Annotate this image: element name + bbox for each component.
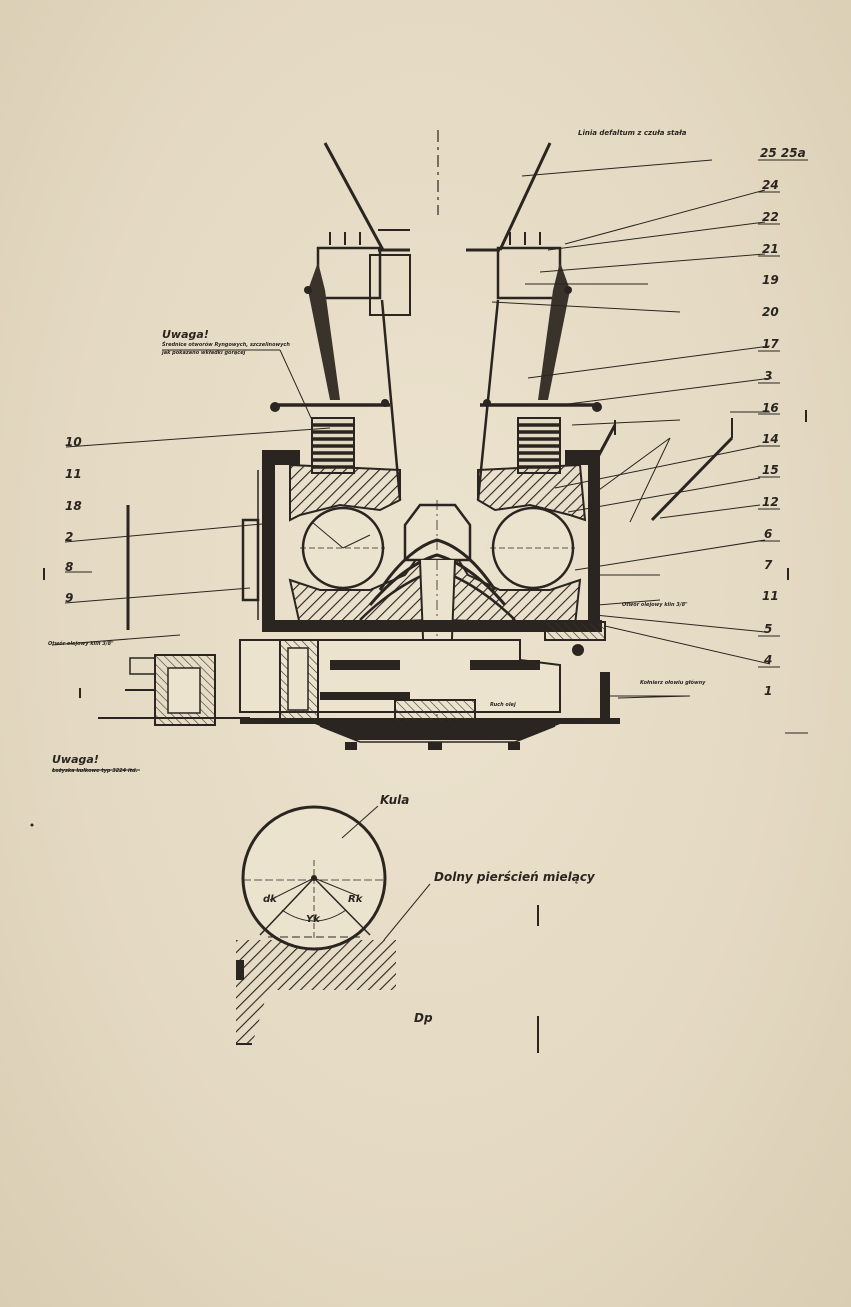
label-11-left: 11 xyxy=(65,467,82,481)
label-20: 20 xyxy=(762,305,779,319)
label-7: 7 xyxy=(764,558,773,572)
note-uwaga-bottom-text: Łożyska kulkowe typ 3224 itd. xyxy=(51,768,138,774)
label-14: 14 xyxy=(762,432,779,446)
speck xyxy=(30,823,34,827)
leader-lines-left xyxy=(51,349,331,771)
label-5: 5 xyxy=(764,622,772,636)
label-21: 21 xyxy=(762,242,779,256)
label-4: 4 xyxy=(763,653,772,667)
detail-ball-label: Kula xyxy=(380,793,409,807)
feed-chute xyxy=(323,142,552,252)
note-right-oil: Otwór olejowy klin 3/8" xyxy=(622,601,688,608)
note-right-flange: Kołnierz ołowiu główny xyxy=(640,679,706,686)
spring-right xyxy=(517,417,561,474)
label-18: 18 xyxy=(65,499,82,513)
part-numbers-right: 25 25a 24 22 21 19 20 17 3 16 14 15 12 6… xyxy=(760,146,806,698)
detail-dim-right: Rk xyxy=(348,894,364,905)
label-2: 2 xyxy=(65,530,73,544)
note-center: Ruch olej xyxy=(490,702,516,708)
side-rods xyxy=(43,410,807,698)
part-numbers-left: 10 11 18 2 8 9 xyxy=(65,435,82,605)
note-left-oil: Otwór olejowy klin 3/8" xyxy=(48,640,114,647)
drive-flange-left xyxy=(98,654,250,726)
base-plate xyxy=(262,620,606,656)
label-11: 11 xyxy=(762,589,779,603)
note-uwaga-top: Uwaga! xyxy=(162,328,209,341)
leader-lines-right xyxy=(491,159,773,699)
label-6: 6 xyxy=(764,527,772,541)
upper-housing-left xyxy=(304,232,411,400)
outer-casing-right xyxy=(565,450,600,625)
gear-housing xyxy=(239,639,561,721)
label-15: 15 xyxy=(762,463,779,477)
ball-right xyxy=(490,506,575,590)
label-22: 22 xyxy=(762,210,779,224)
label-10: 10 xyxy=(65,435,82,449)
detail-dim-center: Yk xyxy=(306,914,321,925)
note-uwaga-top-line2: jak pokazano wkładki gorącej xyxy=(161,350,246,356)
label-25: 25 25a xyxy=(760,146,806,160)
upper-grinding-ring xyxy=(289,463,587,522)
outer-casing-left xyxy=(241,450,300,625)
label-17: 17 xyxy=(762,337,779,351)
spring-left xyxy=(311,417,355,474)
label-3: 3 xyxy=(764,369,772,383)
label-24: 24 xyxy=(762,178,779,192)
detail-drawing xyxy=(236,805,539,1053)
label-16: 16 xyxy=(762,401,779,415)
top-note: Linia defaltum z czuła stała xyxy=(578,129,687,137)
spring-frame xyxy=(270,399,602,412)
label-8: 8 xyxy=(65,560,73,574)
detail-dim-left: dk xyxy=(263,894,278,905)
label-12: 12 xyxy=(762,495,779,509)
underline-right xyxy=(758,159,808,668)
label-1: 1 xyxy=(764,684,772,698)
note-uwaga-top-line1: Średnice otworów Ryngowych, szczelinowyc… xyxy=(162,341,290,348)
note-uwaga-bottom: Uwaga! xyxy=(52,753,99,766)
ball-left xyxy=(300,506,385,590)
label-9: 9 xyxy=(65,591,73,605)
bottom-dish xyxy=(240,699,620,750)
detail-bottom-label: Dp xyxy=(414,1011,433,1025)
upper-housing-right xyxy=(496,232,572,400)
label-19: 19 xyxy=(762,273,779,287)
detail-ring-label: Dolny pierścień mielący xyxy=(434,870,596,884)
